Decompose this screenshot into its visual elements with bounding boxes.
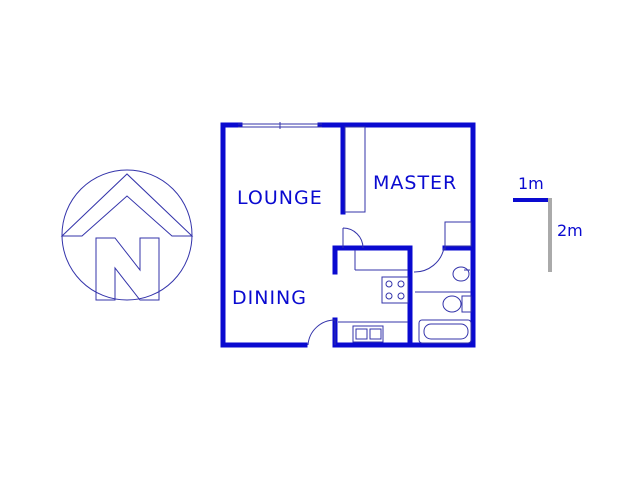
sink-icon xyxy=(352,325,384,343)
bath-vanity xyxy=(444,221,472,247)
compass-north-letter xyxy=(95,237,160,301)
bathroom-fixtures xyxy=(415,221,472,344)
scale-label-horizontal: 1m xyxy=(518,174,544,193)
kitchen-fixtures xyxy=(338,250,409,343)
bathtub-icon xyxy=(418,319,472,344)
compass-circle xyxy=(61,169,193,301)
room-label-lounge: LOUNGE xyxy=(237,187,323,209)
compass-rose xyxy=(60,169,194,301)
scale-label-vertical: 2m xyxy=(557,221,583,240)
compass-arrow xyxy=(60,173,194,237)
door-lounge-master xyxy=(342,227,364,249)
room-label-dining: DINING xyxy=(232,287,307,309)
sliding-door xyxy=(238,122,322,129)
toilet-cistern xyxy=(461,295,472,313)
closet xyxy=(344,126,366,213)
room-label-master: MASTER xyxy=(373,172,457,194)
doors xyxy=(307,227,445,346)
scale-bar: 1m 2m xyxy=(513,174,583,272)
basin-icon xyxy=(452,266,470,282)
stove-icon xyxy=(381,276,409,304)
walls xyxy=(220,122,476,348)
door-bathroom xyxy=(413,247,445,273)
toilet-bowl-icon xyxy=(442,295,462,313)
door-entrance xyxy=(307,319,336,346)
